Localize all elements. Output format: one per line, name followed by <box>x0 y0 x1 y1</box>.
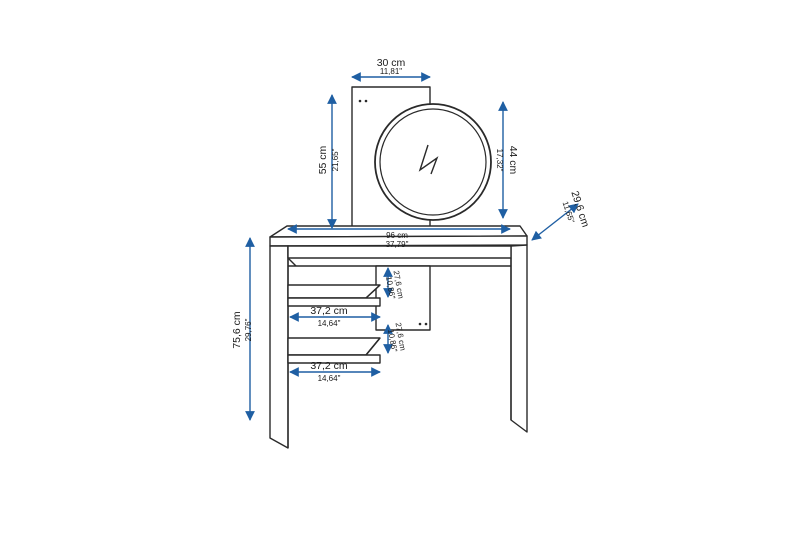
top-width-imperial: 37,79" <box>386 240 409 249</box>
back-panel-width-metric: 30 cm <box>377 57 406 69</box>
upper-shelf-gap-imperial: 10,86" <box>384 276 397 300</box>
total-height-imperial: 29,76" <box>244 318 253 341</box>
top-width-metric: 96 cm <box>386 231 408 240</box>
mirror-reflection-icon <box>418 144 439 175</box>
left-side-panel <box>269 245 289 449</box>
mirror-diameter-imperial: 17,32" <box>495 149 504 172</box>
back-panel-height-imperial: 21,65" <box>331 148 340 171</box>
lower-shelf-width-imperial: 14,64" <box>318 374 341 383</box>
total-height-metric: 75,6 cm <box>231 311 243 349</box>
upper-shelf <box>287 284 381 307</box>
right-side-panel <box>510 244 528 433</box>
upper-shelf-width-metric: 37,2 cm <box>310 305 348 317</box>
upper-shelf-width-imperial: 14,64" <box>318 319 341 328</box>
lower-shelf-gap-imperial: 10,86" <box>386 329 399 353</box>
back-panel-width-imperial: 11,81" <box>380 67 402 76</box>
mirror-diameter-metric: 44 cm <box>507 146 519 175</box>
lower-shelf <box>287 337 381 364</box>
apron-panel <box>287 245 512 267</box>
lower-shelf-width-metric: 37,2 cm <box>310 360 348 372</box>
depth-arrow <box>531 203 579 241</box>
back-panel-height-metric: 55 cm <box>317 145 329 174</box>
round-mirror <box>374 103 492 221</box>
